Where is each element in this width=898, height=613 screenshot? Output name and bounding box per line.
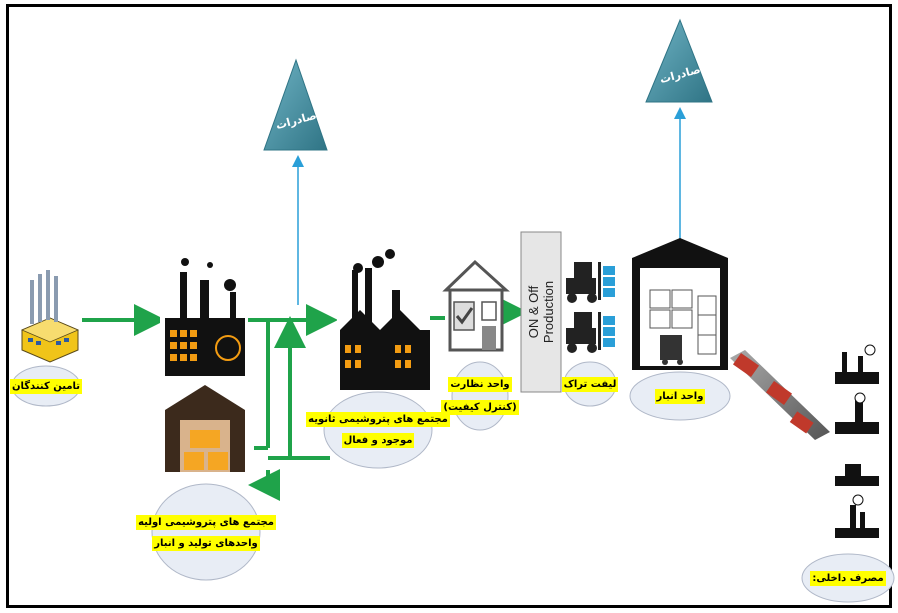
suppliers-factory-icon: [20, 270, 80, 363]
lift-truck-label: لیفت تراک: [561, 374, 619, 394]
secondary-complex-line1: مجتمع های پتروشیمی ثانویه: [306, 412, 450, 427]
green-flow-lines: [82, 296, 528, 501]
quality-control-label: واحد نظارت (کنترل کیفیت): [441, 372, 519, 420]
quality-control-house-icon: [442, 259, 510, 352]
consumer-factory-icon-1: [835, 344, 879, 384]
truck-icon-1: [732, 352, 760, 378]
export-triangle-right: صادرات: [645, 18, 713, 103]
consumer-factory-icon-4: [835, 494, 879, 538]
warehouse-label: واحد انبار: [630, 386, 730, 406]
primary-warehouse-icon: [165, 385, 245, 472]
primary-complex-label: مجتمع های پتروشیمی اولیه واحدهای تولید و…: [136, 512, 276, 554]
lift-truck-label-text: لیفت تراک: [561, 376, 619, 392]
secondary-complex-label: مجتمع های پتروشیمی ثانویه موجود و فعال: [306, 408, 450, 452]
primary-complex-line1: مجتمع های پتروشیمی اولیه: [136, 515, 276, 530]
primary-complex-line2: واحدهای تولید و انبار: [152, 536, 260, 551]
warehouse-label-text: واحد انبار: [654, 388, 706, 404]
suppliers-label-text: تامین کنندگان: [9, 378, 83, 394]
consumer-factory-icon-3: [835, 464, 879, 486]
forklift-icon-bottom: [566, 312, 615, 353]
suppliers-label: تامین کنندگان: [9, 376, 83, 396]
production-box-line1: ON & Off: [526, 285, 541, 338]
production-box: ON & Off Production: [520, 231, 562, 393]
consumer-factory-icons: [835, 344, 879, 538]
export-triangle-left: صادرات: [263, 58, 328, 151]
secondary-complex-factory-icon: [337, 240, 430, 390]
road-with-trucks: [730, 350, 830, 440]
domestic-consumption-label: مصرف داخلی:: [802, 568, 894, 588]
quality-control-line1: واحد نظارت: [448, 377, 512, 392]
truck-icon-2: [765, 380, 793, 406]
warehouse-building-icon: [632, 238, 728, 370]
secondary-complex-line2: موجود و فعال: [341, 433, 415, 448]
forklift-icon-top: [566, 262, 615, 303]
quality-control-line2: (کنترل کیفیت): [441, 400, 519, 415]
domestic-consumption-label-text: مصرف داخلی:: [810, 570, 886, 586]
truck-icon-3: [789, 411, 814, 434]
production-box-line2: Production: [541, 281, 556, 343]
consumer-factory-icon-2: [835, 392, 879, 434]
primary-complex-factory-icon: [160, 250, 248, 378]
